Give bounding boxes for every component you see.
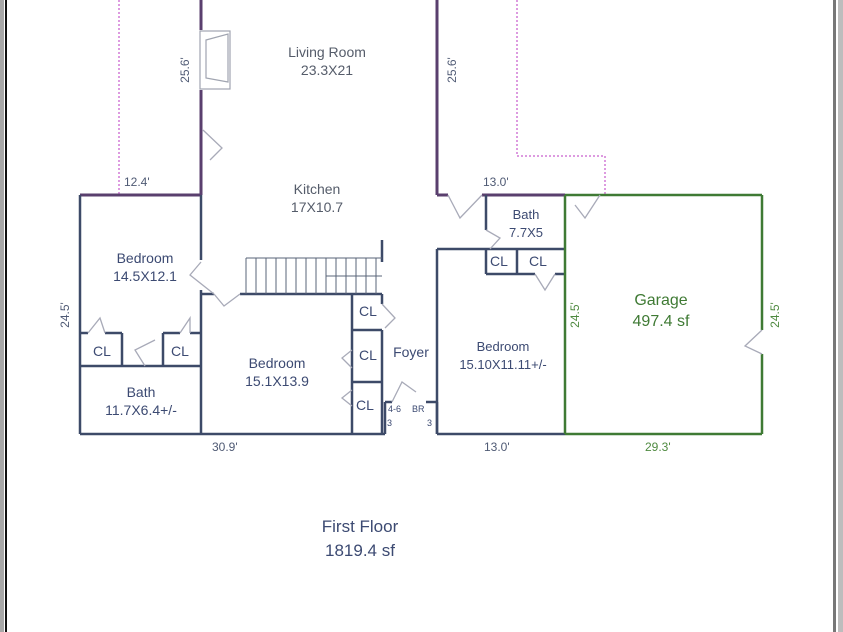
closet-label: CL: [93, 343, 111, 359]
floor-total-area: 1819.4 sf: [325, 541, 395, 560]
dim-bottom-left: 30.9': [212, 440, 238, 454]
room-size: 17X10.7: [290, 199, 344, 215]
dim-top-left: 12.4': [124, 175, 150, 189]
room-name: Bedroom: [116, 250, 174, 266]
dim-living-right: 25.6': [444, 57, 459, 83]
room-bedroom-right: Bedroom 15.10X11.11+/-: [440, 338, 566, 374]
small-label-left: 4-6: [388, 404, 402, 414]
room-name: Kitchen: [293, 181, 341, 197]
dotted-outline: [118, 0, 606, 195]
room-name: Bath: [126, 384, 156, 400]
room-bath-right: Bath 7.7X5: [488, 206, 564, 242]
dim-top-right: 13.0': [483, 175, 509, 189]
room-foyer: Foyer: [386, 343, 436, 361]
frame-border-right-outer: [838, 0, 843, 632]
closet-label: CL: [529, 253, 547, 269]
room-size: 11.7X6.4+/-: [105, 402, 177, 418]
door-swings: [87, 129, 763, 407]
dim-garage-left: 24.5': [567, 302, 582, 328]
room-living-room: Living Room 23.3X21: [262, 43, 392, 79]
room-name: Bedroom: [476, 339, 530, 354]
dim-foyer-small-b: 3: [427, 418, 433, 428]
dim-left-side: 24.5': [57, 302, 72, 328]
room-size: 15.1X13.9: [245, 373, 309, 389]
room-name: Living Room: [288, 44, 366, 60]
floor-title-block: First Floor 1819.4 sf: [290, 515, 430, 563]
room-area: 497.4 sf: [632, 313, 690, 330]
garage-walls: [563, 193, 764, 436]
closet-label: CL: [171, 343, 189, 359]
fireplace-icon: [199, 30, 231, 90]
living-room-walls: [80, 0, 565, 197]
room-kitchen: Kitchen 17X10.7: [257, 180, 377, 216]
room-bedroom-center: Bedroom 15.1X13.9: [222, 354, 332, 390]
room-bath-left: Bath 11.7X6.4+/-: [86, 383, 196, 419]
floor-title: First Floor: [321, 517, 399, 536]
small-label-right: BR: [412, 404, 425, 414]
closet-label: CL: [490, 253, 508, 269]
room-size: 23.3X21: [300, 62, 354, 78]
room-name: Bath: [512, 207, 540, 222]
room-bedroom-left: Bedroom 14.5X12.1: [90, 249, 200, 285]
dim-living-left: 25.6': [177, 57, 192, 83]
dim-bottom-right: 13.0': [484, 440, 510, 454]
room-size: 15.10X11.11+/-: [459, 357, 547, 372]
room-size: 14.5X12.1: [113, 268, 177, 284]
closet-label: CL: [356, 397, 374, 413]
room-name: Bedroom: [248, 355, 306, 371]
frame-border-right-inner: [833, 0, 836, 632]
main-walls: [78, 195, 565, 436]
staircase: [245, 257, 382, 294]
room-name: Foyer: [393, 344, 429, 360]
room-size: 7.7X5: [509, 225, 543, 240]
closet-label: CL: [359, 303, 377, 319]
dim-foyer-small-a: 3: [387, 418, 393, 428]
closet-label: CL: [359, 347, 377, 363]
frame-border-left-inner: [5, 0, 7, 632]
frame-border-left-outer: [0, 0, 4, 632]
room-name: Garage: [634, 292, 688, 309]
dim-garage-right: 24.5': [767, 302, 782, 328]
dim-garage-bottom: 29.3': [645, 440, 671, 454]
room-garage: Garage 497.4 sf: [606, 290, 716, 332]
